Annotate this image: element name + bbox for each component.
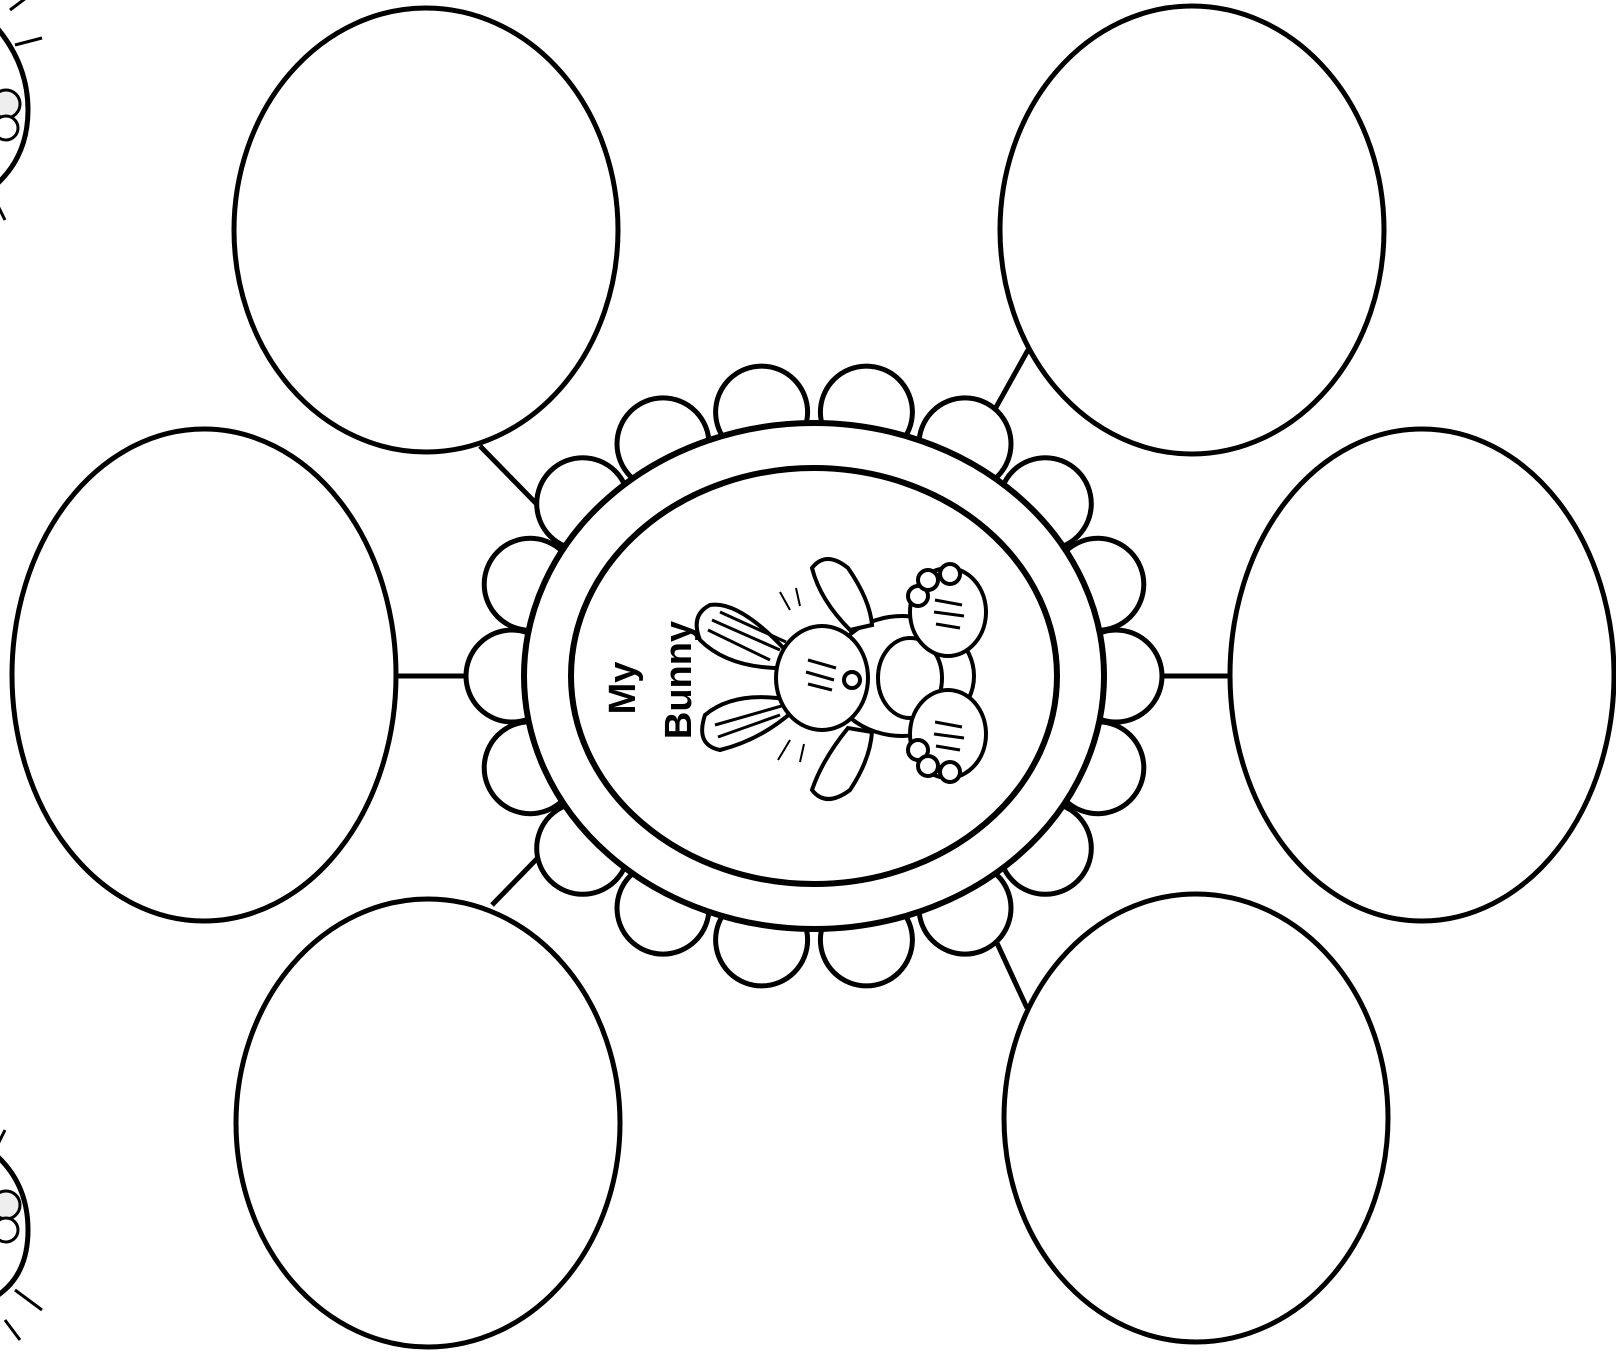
bubble-top-right[interactable] — [1000, 6, 1384, 454]
bunny-foot-top — [908, 564, 986, 656]
bubble-top-left[interactable] — [234, 8, 618, 452]
bubble-bottom-left[interactable] — [236, 899, 620, 1347]
partial-bunny-decoration-bottom — [0, 1130, 42, 1340]
bubble-bottom-right[interactable] — [1004, 894, 1388, 1342]
title-line-bunny: Bunny — [658, 621, 700, 739]
bubble-middle-left[interactable] — [12, 429, 396, 921]
bunny-nose — [844, 672, 860, 688]
bubble-middle-right[interactable] — [1230, 429, 1614, 921]
partial-bunny-decoration-top — [0, 0, 42, 220]
bunny-foot-bottom — [908, 690, 986, 782]
title-line-my: My — [602, 662, 644, 715]
